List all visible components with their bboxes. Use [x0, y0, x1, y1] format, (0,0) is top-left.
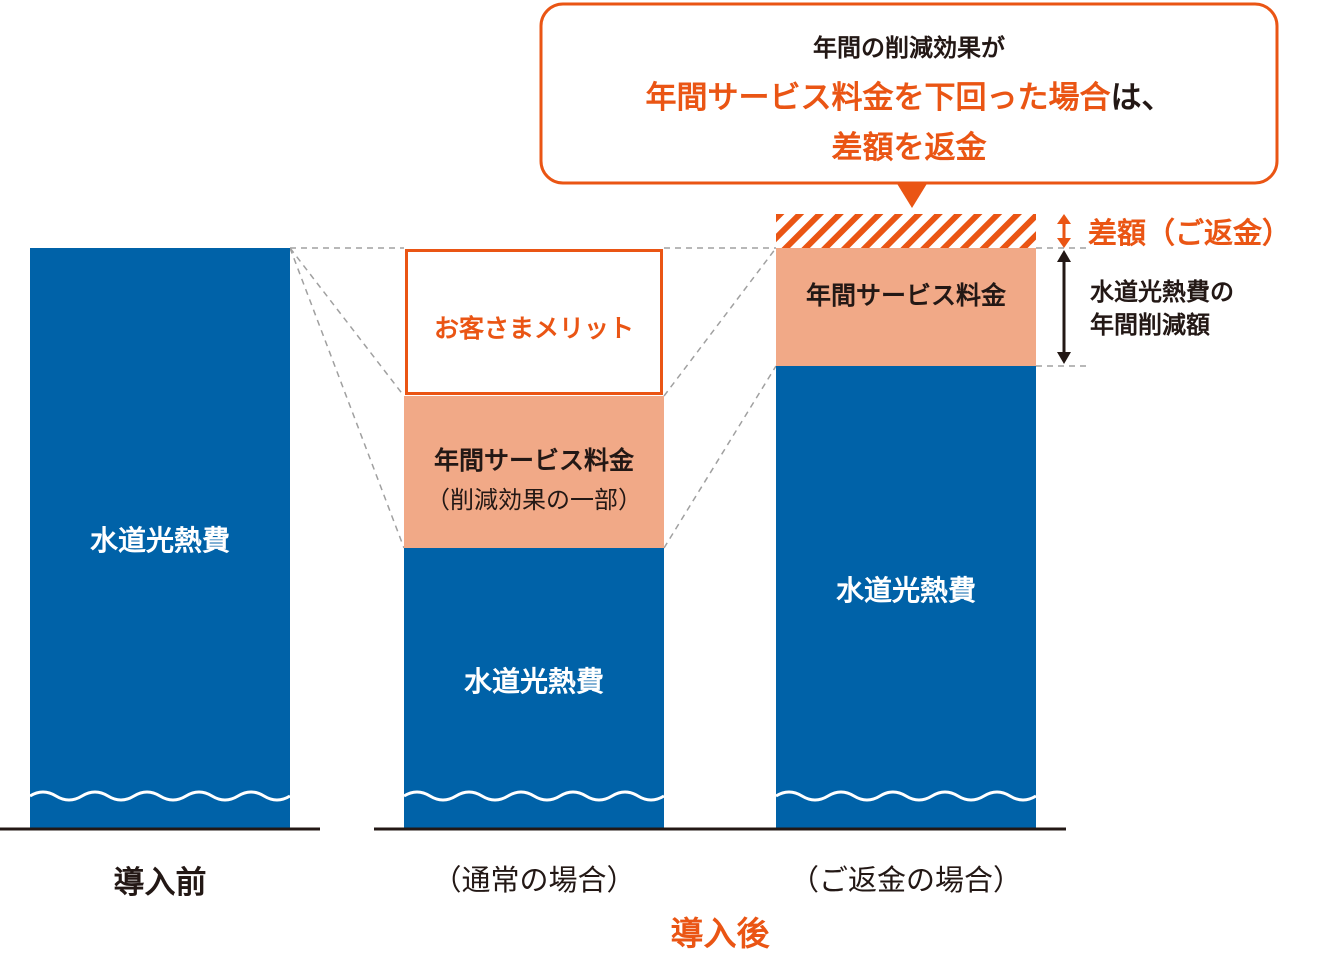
bar-normal-fee-sublabel: （削減効果の一部） — [426, 486, 642, 514]
callout-line1: 年間の削減効果が — [813, 34, 1005, 62]
bar-normal-fee — [404, 396, 664, 548]
bar-before — [29, 248, 291, 828]
bar-normal-utility-label: 水道光熱費 — [463, 665, 604, 698]
connector-lines — [289, 247, 1090, 549]
axis-label-before: 導入前 — [113, 865, 207, 901]
callout-highlight: 年間サービス料金を下回った場合 — [645, 80, 1111, 116]
wave-break-icon — [403, 790, 665, 802]
callout-pointer — [896, 182, 928, 208]
bar-normal-fee-label: 年間サービス料金 — [433, 446, 634, 475]
difference-arrow-icon — [1057, 214, 1071, 248]
axis-label-refund: （ご返金の場合） — [789, 863, 1022, 897]
bar-refund-utility-label: 水道光熱費 — [835, 574, 976, 607]
bar-before-utility-label: 水道光熱費 — [89, 524, 230, 557]
axis-label-normal: （通常の場合） — [432, 863, 636, 897]
callout-suffix: は、 — [1110, 80, 1173, 116]
callout-bubble — [539, 2, 1279, 208]
difference-label: 差額（ご返金） — [1088, 216, 1292, 250]
axis-label-after: 導入後 — [670, 914, 770, 953]
bar-refund-utility — [776, 366, 1036, 828]
callout-line3: 差額を返金 — [831, 130, 987, 166]
wave-break-icon — [29, 790, 291, 802]
reduction-label-line2: 年間削減額 — [1090, 311, 1210, 339]
bar-refund — [775, 214, 1037, 828]
bar-refund-difference — [776, 214, 1036, 248]
bar-normal-merit — [405, 249, 663, 395]
callout-line2: 年間サービス料金を下回った場合は、 — [541, 72, 1277, 117]
reduction-label-line1: 水道光熱費の — [1090, 278, 1234, 306]
bar-refund-fee-label: 年間サービス料金 — [805, 281, 1006, 310]
bar-normal — [403, 249, 665, 828]
reduction-arrow-icon — [1057, 250, 1071, 364]
bar-before-utility — [30, 248, 290, 828]
bar-refund-fee — [776, 248, 1036, 366]
bar-normal-merit-label: お客さまメリット — [433, 314, 634, 343]
reduction-label: 水道光熱費の 年間削減額 — [1090, 276, 1234, 342]
wave-break-icon — [775, 790, 1037, 802]
bar-normal-utility — [404, 548, 664, 828]
